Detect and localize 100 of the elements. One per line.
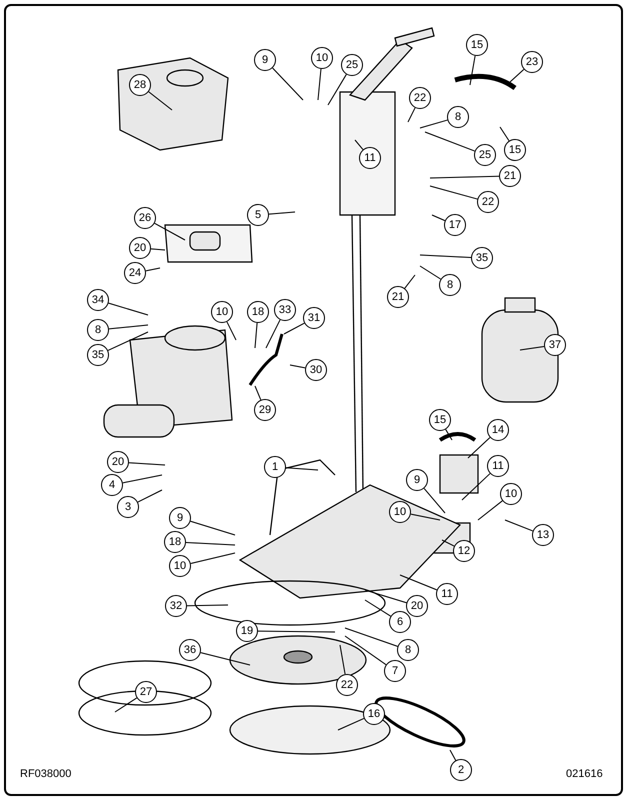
leader-line [114, 697, 138, 712]
callout-number: 12 [453, 540, 475, 562]
callout-number: 22 [477, 191, 499, 213]
leader-line [122, 474, 162, 484]
callout-number: 17 [444, 214, 466, 236]
callout-number: 29 [254, 399, 276, 421]
leader-line [272, 67, 304, 100]
callout-number: 22 [336, 674, 358, 696]
revision-date: 021616 [566, 768, 603, 780]
leader-line [424, 132, 476, 152]
callout-number: 16 [363, 703, 385, 725]
leader-line [190, 520, 236, 536]
leader-line [185, 542, 236, 546]
leader-line [420, 254, 472, 258]
callout-number: 22 [409, 87, 431, 109]
callout-number: 10 [211, 301, 233, 323]
leader-line [254, 386, 262, 400]
callout-number: 8 [87, 319, 109, 341]
callout-number: 15 [429, 409, 451, 431]
callout-number: 10 [311, 47, 333, 69]
leader-line [128, 462, 166, 466]
callout-number: 8 [397, 639, 419, 661]
leader-line [410, 514, 440, 520]
leader-line [328, 74, 347, 106]
leader-line [364, 600, 392, 617]
callout-number: 20 [129, 237, 151, 259]
leader-line [430, 176, 500, 178]
leader-line [148, 91, 172, 110]
leader-line [354, 140, 364, 150]
callout-number: 27 [135, 681, 157, 703]
leader-line [108, 302, 148, 316]
leader-line [520, 346, 545, 350]
leader-line [400, 574, 438, 590]
callout-number: 20 [107, 451, 129, 473]
leader-line [344, 636, 386, 666]
callout-number: 13 [532, 524, 554, 546]
callout-number: 33 [274, 299, 296, 321]
leader-line [364, 590, 407, 604]
leader-line [338, 718, 364, 730]
callout-number: 23 [521, 51, 543, 73]
callout-number: 36 [179, 639, 201, 661]
leader-line [462, 473, 490, 500]
leader-line [284, 322, 305, 334]
leader-line [344, 628, 398, 647]
callout-number: 9 [254, 49, 276, 71]
callout-number: 18 [247, 301, 269, 323]
drawing-number: RF038000 [20, 768, 72, 780]
callout-number: 4 [101, 474, 123, 496]
callout-number: 25 [341, 54, 363, 76]
leader-line [432, 214, 446, 222]
callout-number: 30 [305, 359, 327, 381]
callout-number: 14 [487, 419, 509, 441]
leader-line [408, 107, 416, 122]
callout-number: 9 [406, 469, 428, 491]
leader-line [200, 652, 250, 666]
callout-number: 11 [487, 455, 509, 477]
callout-number: 7 [384, 660, 406, 682]
callout-number: 1 [264, 456, 286, 478]
leader-line [504, 520, 534, 532]
callout-number: 15 [466, 34, 488, 56]
callout-number: 8 [439, 274, 461, 296]
leader-line [420, 266, 442, 280]
leader-line [190, 552, 236, 564]
leader-line [450, 750, 456, 761]
callout-number: 35 [87, 344, 109, 366]
leader-line [226, 321, 236, 340]
callout-number: 21 [499, 165, 521, 187]
leader-line [468, 437, 490, 458]
leader-line [445, 428, 452, 440]
callout-number: 34 [87, 289, 109, 311]
leader-line [268, 212, 296, 215]
leader-line [430, 186, 478, 200]
callout-number: 26 [134, 207, 156, 229]
leader-line [340, 644, 346, 675]
callout-number: 2 [450, 759, 472, 781]
leader-line [145, 268, 160, 272]
callout-number: 31 [303, 307, 325, 329]
callout-number: 11 [436, 583, 458, 605]
callout-number: 20 [406, 595, 428, 617]
leader-line [266, 319, 281, 348]
callout-number: 18 [164, 531, 186, 553]
leader-line [318, 68, 322, 100]
leader-line [285, 467, 318, 470]
leader-line [150, 248, 166, 250]
leader-line [478, 500, 503, 520]
callout-number: 6 [389, 611, 411, 633]
callout-number: 8 [447, 106, 469, 128]
callout-number: 3 [117, 496, 139, 518]
leader-line [290, 364, 306, 368]
leader-line [424, 488, 446, 514]
leader-line [404, 274, 416, 289]
leader-line [137, 490, 162, 503]
callout-number: 35 [471, 247, 493, 269]
callout-number: 5 [247, 204, 269, 226]
callout-number: 15 [504, 139, 526, 161]
callout-number: 10 [169, 555, 191, 577]
leader-line [442, 540, 455, 547]
leader-line [258, 630, 336, 632]
leader-line [420, 120, 448, 128]
callout-number: 25 [474, 144, 496, 166]
